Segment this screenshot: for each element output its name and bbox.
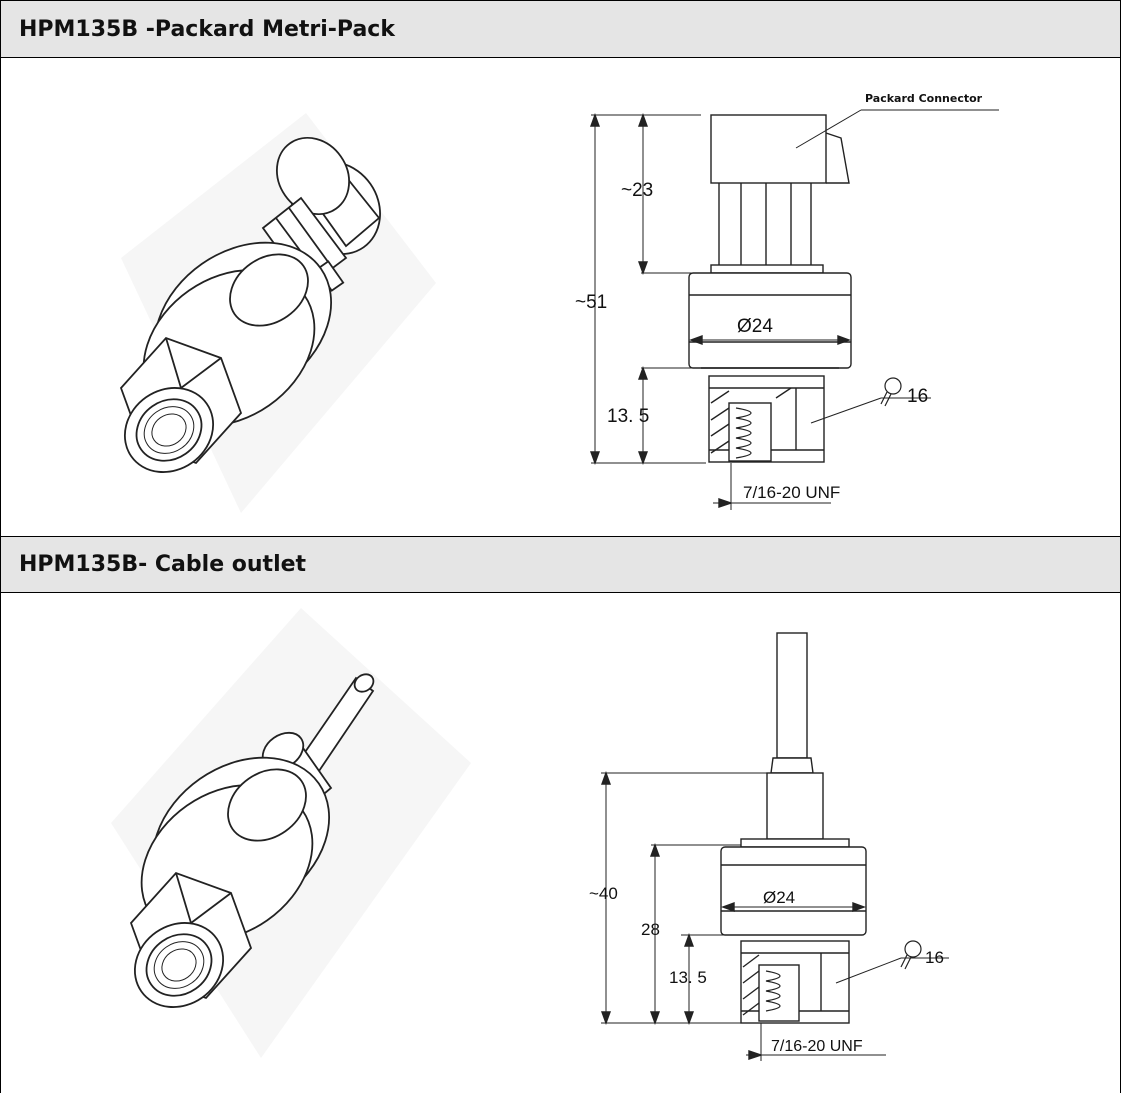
- cable-2d-drawing: [601, 632, 949, 1061]
- dim-total-length: ~51: [575, 292, 607, 313]
- wrench-icon: [900, 940, 922, 970]
- section-header-packard: HPM135B -Packard Metri-Pack: [1, 1, 1120, 57]
- cable-3d-render: [129, 673, 375, 1008]
- dim-diameter: Ø24: [737, 316, 773, 337]
- dim-hex-height: 13. 5: [607, 406, 649, 427]
- dim-body-height: 28: [641, 920, 660, 939]
- border-header-1: [0, 57, 1121, 58]
- dim-wrench-size: 16: [925, 948, 944, 967]
- packard-drawing-pane: Packard Connector ~23 ~51 Ø24 13. 5 16 7…: [1, 58, 1120, 536]
- packard-2d-drawing: [590, 109, 999, 510]
- border-top: [0, 0, 1121, 1]
- section-header-cable: HPM135B- Cable outlet: [1, 537, 1120, 592]
- dim-thread: 7/16-20 UNF: [771, 1038, 863, 1055]
- dim-connector-length: ~23: [621, 180, 653, 201]
- cable-drawing-pane: ~40 28 Ø24 13. 5 16 7/16-20 UNF: [1, 593, 1120, 1092]
- dim-diameter: Ø24: [763, 888, 795, 907]
- dim-wrench-size: 16: [907, 386, 928, 407]
- dim-hex-height: 13. 5: [669, 968, 707, 987]
- wrench-icon: [880, 377, 902, 407]
- label-packard-connector: Packard Connector: [865, 92, 983, 105]
- section-title: HPM135B -Packard Metri-Pack: [19, 16, 395, 42]
- packard-3d-render: [119, 136, 381, 473]
- border-section-divider: [0, 536, 1121, 537]
- cable-drawing: ~40 28 Ø24 13. 5 16 7/16-20 UNF: [111, 608, 949, 1061]
- packard-drawing: Packard Connector ~23 ~51 Ø24 13. 5 16 7…: [119, 92, 999, 513]
- section-title: HPM135B- Cable outlet: [19, 552, 307, 577]
- border-left: [0, 0, 1, 1093]
- dim-total-length: ~40: [589, 884, 618, 903]
- dim-thread: 7/16-20 UNF: [743, 483, 840, 502]
- border-header-2: [0, 592, 1121, 593]
